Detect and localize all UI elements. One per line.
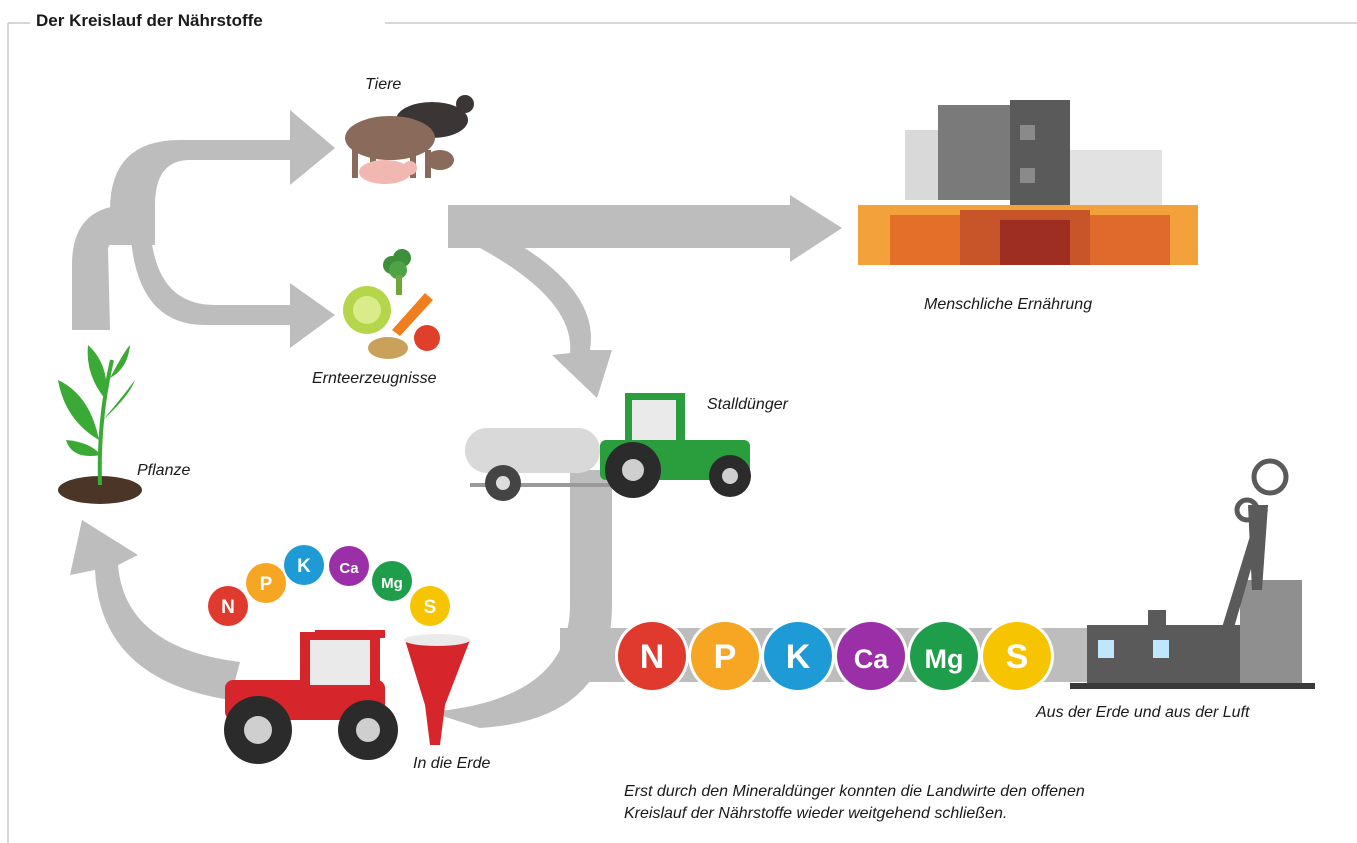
fertilizer-tractor-icon xyxy=(224,630,470,764)
frame xyxy=(7,22,1357,843)
plant-icon xyxy=(58,345,142,504)
nutrient-chip-small-p xyxy=(246,563,286,603)
nutrient-chip-small-label: K xyxy=(297,556,311,577)
nutrient-chip-small-label: Mg xyxy=(381,575,403,592)
nutrient-chip-small-label: S xyxy=(424,597,437,618)
label-menschliche-ernaehrung: Menschliche Ernährung xyxy=(924,296,1093,313)
arrow-to-ernte xyxy=(130,215,335,348)
nutrient-chip-large-label: Mg xyxy=(925,644,964,674)
manure-tractor-icon xyxy=(465,393,751,501)
nutrient-chip-large-n xyxy=(618,622,686,690)
nutrient-chips-large: N P K Ca Mg S xyxy=(615,619,1054,693)
arrow-stall-to-soil xyxy=(430,470,612,728)
nutrient-chip-large-mg xyxy=(910,622,978,690)
harvest-icon xyxy=(343,249,440,359)
nutrient-chip-small-s xyxy=(410,586,450,626)
nutrient-chip-small-n xyxy=(208,586,248,626)
animals-icon xyxy=(345,95,474,184)
nutrient-chip-small-k xyxy=(284,545,324,585)
label-tiere: Tiere xyxy=(365,76,402,93)
arrow-to-tiere xyxy=(110,110,335,245)
label-ernteerzeugnisse: Ernteerzeugnisse xyxy=(312,370,437,387)
nutrient-chip-large-ca xyxy=(837,622,905,690)
arrow-plant-up xyxy=(72,205,130,330)
nutrient-chip-small-label: P xyxy=(260,574,273,595)
label-stallduenger: Stalldünger xyxy=(707,396,788,413)
label-pflanze: Pflanze xyxy=(137,462,191,479)
footnote-line-1: Erst durch den Mineraldünger konnten die… xyxy=(624,783,1085,800)
nutrient-chip-large-k xyxy=(764,622,832,690)
footnote-line-2: Kreislauf der Nährstoffe wieder weitgehe… xyxy=(624,805,1008,822)
nutrient-chip-small-label: N xyxy=(221,597,235,618)
nutrient-chip-small-mg xyxy=(372,561,412,601)
footnote: Erst durch den Mineraldünger konnten die… xyxy=(624,781,1085,825)
nutrient-chip-large-label: K xyxy=(786,638,811,676)
nutrient-chip-small-ca xyxy=(329,546,369,586)
nutrient-chip-large-p xyxy=(691,622,759,690)
nutrient-chip-small-label: Ca xyxy=(339,560,359,577)
page-title: Der Kreislauf der Nährstoffe xyxy=(36,11,271,31)
arrow-to-stall xyxy=(480,238,612,398)
nutrient-chip-large-label: P xyxy=(714,638,737,676)
label-aus-der-erde: Aus der Erde und aus der Luft xyxy=(1036,704,1250,721)
nutrient-chip-large-s xyxy=(983,622,1051,690)
label-in-die-erde: In die Erde xyxy=(413,755,491,772)
city-crowd-icon xyxy=(858,100,1198,265)
arrow-to-pflanze xyxy=(70,520,240,700)
nutrient-chip-large-label: Ca xyxy=(854,644,889,674)
mine-icon xyxy=(1070,458,1315,689)
nutrient-chip-large-label: N xyxy=(640,638,665,676)
arrow-to-menschen xyxy=(448,195,842,262)
nutrient-chip-large-label: S xyxy=(1006,638,1029,676)
